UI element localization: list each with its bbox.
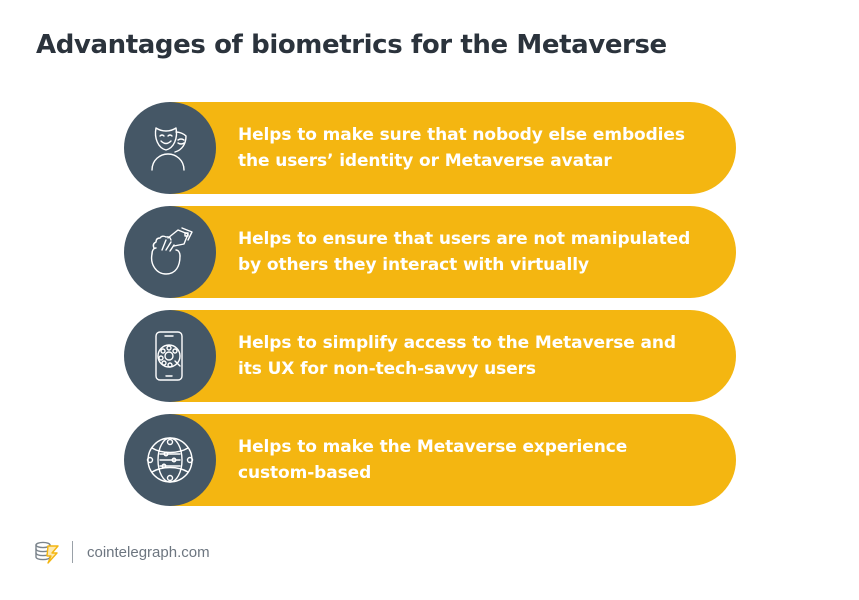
advantage-pill [170, 414, 736, 506]
icon-circle [124, 206, 216, 298]
page-title: Advantages of biometrics for the Metaver… [36, 30, 667, 60]
advantage-text: Helps to make sure that nobody else embo… [238, 102, 708, 194]
mind-manipulation-icon [150, 227, 193, 275]
advantage-line: by others they interact with virtually [238, 255, 589, 275]
advantage-line: its UX for non-tech-savvy users [238, 359, 536, 379]
phone-dial-icon [155, 331, 183, 381]
footer-divider [72, 541, 73, 563]
advantage-line: Helps to ensure that users are not manip… [238, 229, 691, 249]
advantage-text: Helps to simplify access to the Metavers… [238, 310, 708, 402]
advantage-line: Helps to make the Metaverse experience [238, 437, 628, 457]
cointelegraph-logo-icon [34, 540, 60, 564]
advantage-item: Helps to make sure that nobody else embo… [124, 102, 736, 194]
site-link[interactable]: cointelegraph.com [87, 543, 210, 561]
icon-circle [124, 414, 216, 506]
advantage-item: Helps to ensure that users are not manip… [124, 206, 736, 298]
advantage-line: custom-based [238, 463, 372, 483]
icon-circle [124, 102, 216, 194]
advantage-line: the users’ identity or Metaverse avatar [238, 151, 612, 171]
theater-masks-icon [151, 127, 187, 171]
advantage-pill [170, 310, 736, 402]
globe-settings-icon [146, 437, 194, 483]
advantage-line: Helps to make sure that nobody else embo… [238, 125, 685, 145]
advantage-text: Helps to make the Metaverse experience c… [238, 414, 708, 506]
advantage-line: Helps to simplify access to the Metavers… [238, 333, 676, 353]
advantage-pill [170, 102, 736, 194]
footer: cointelegraph.com [34, 538, 210, 566]
advantage-text: Helps to ensure that users are not manip… [238, 206, 708, 298]
icon-circle [124, 310, 216, 402]
advantage-pill [170, 206, 736, 298]
advantage-item: Helps to make the Metaverse experience c… [124, 414, 736, 506]
advantage-item: Helps to simplify access to the Metavers… [124, 310, 736, 402]
